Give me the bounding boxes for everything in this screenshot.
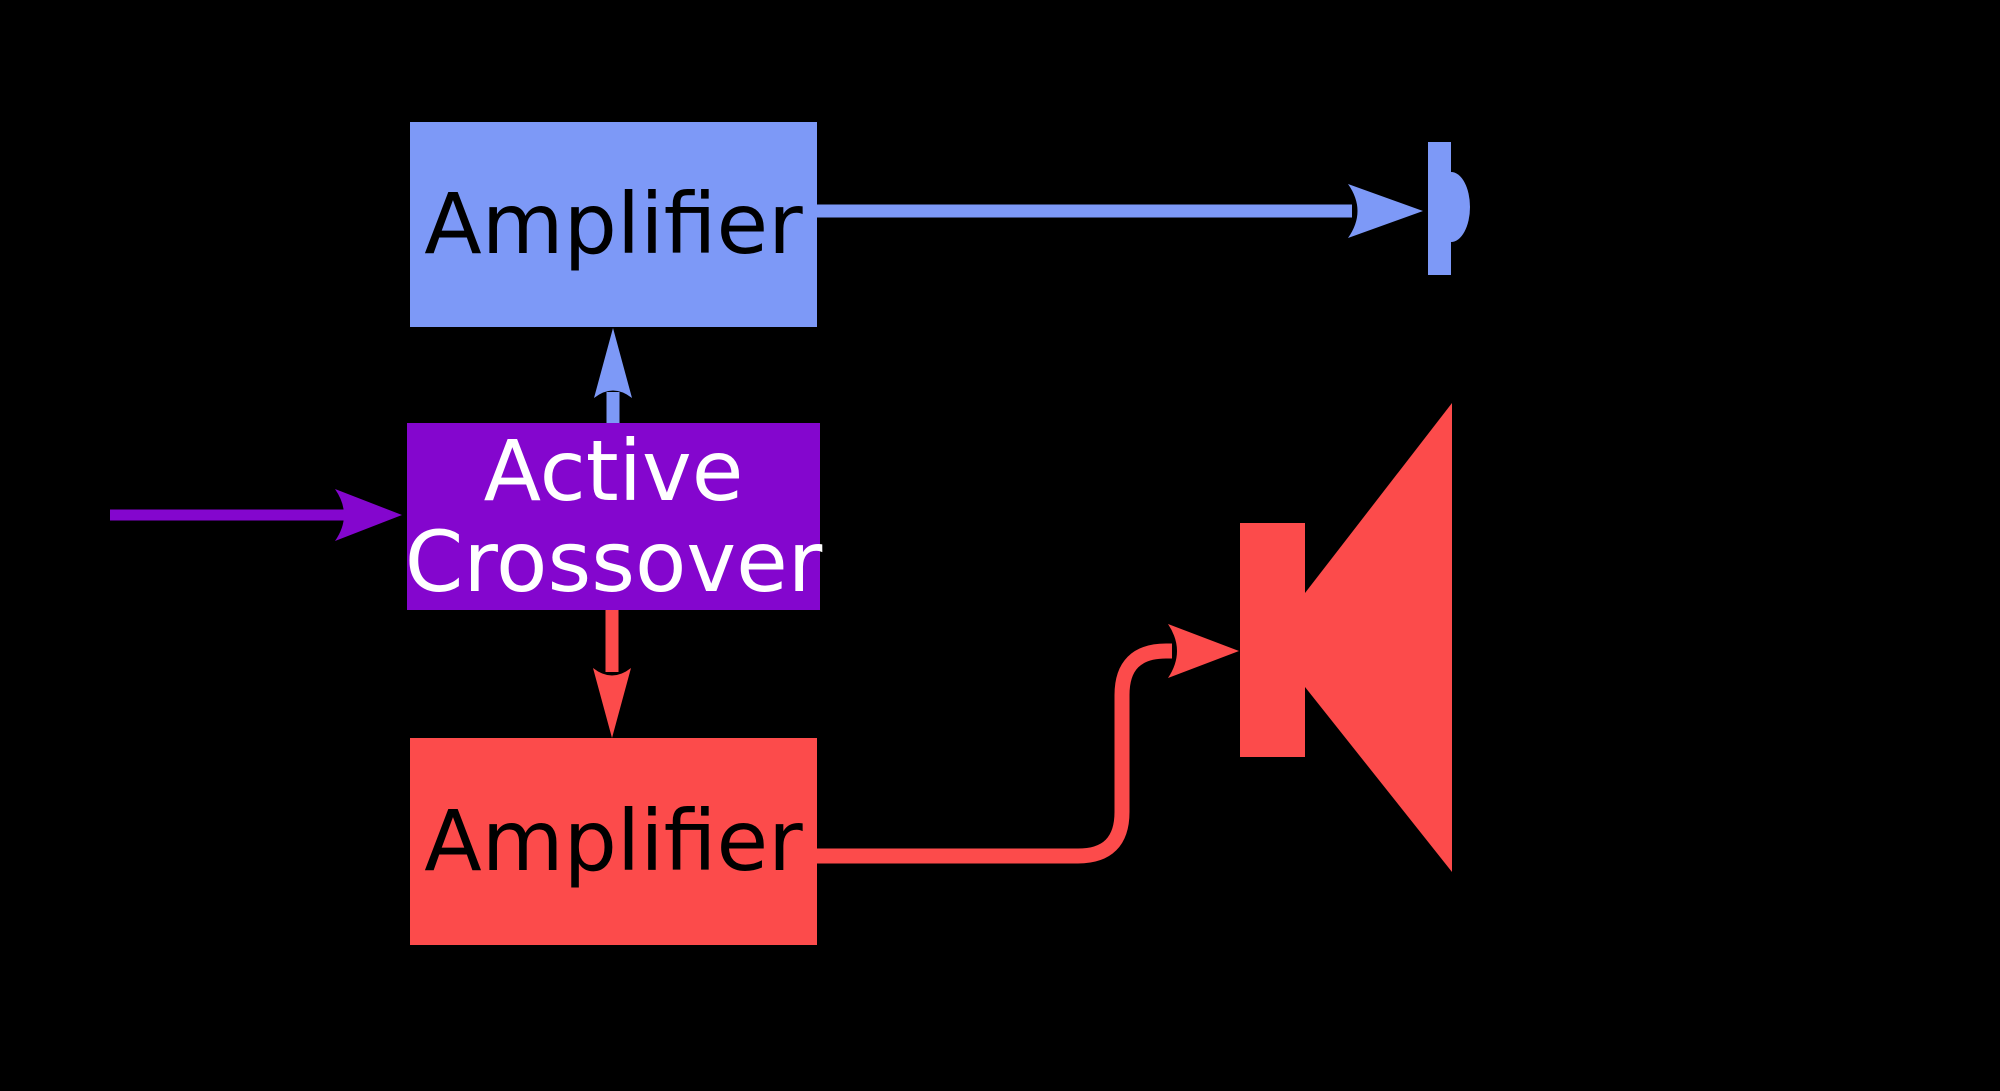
tweeter-plate	[1428, 142, 1451, 275]
woofer-feed-line	[817, 643, 1172, 864]
high-band-arrowhead-icon	[594, 328, 632, 398]
low-amplifier-label: Amplifier	[424, 792, 803, 891]
active-crossover-box: Active Crossover	[404, 421, 823, 611]
high-amplifier-label: Amplifier	[424, 175, 803, 274]
tweeter-dome	[1451, 172, 1470, 242]
woofer-magnet	[1240, 523, 1305, 757]
crossover-label-line1: Active	[483, 421, 744, 520]
woofer-icon	[1240, 403, 1452, 872]
woofer-cone	[1305, 403, 1452, 872]
low-amplifier-box: Amplifier	[410, 738, 817, 945]
crossover-label-line2: Crossover	[404, 512, 823, 611]
tweeter-icon	[1428, 142, 1470, 275]
high-amplifier-box: Amplifier	[410, 122, 817, 327]
tweeter-feed-arrowhead-icon	[1348, 184, 1423, 238]
low-band-arrowhead-icon	[593, 668, 631, 738]
woofer-feed-arrowhead-icon	[1168, 624, 1239, 678]
input-signal-arrowhead-icon	[335, 489, 402, 541]
